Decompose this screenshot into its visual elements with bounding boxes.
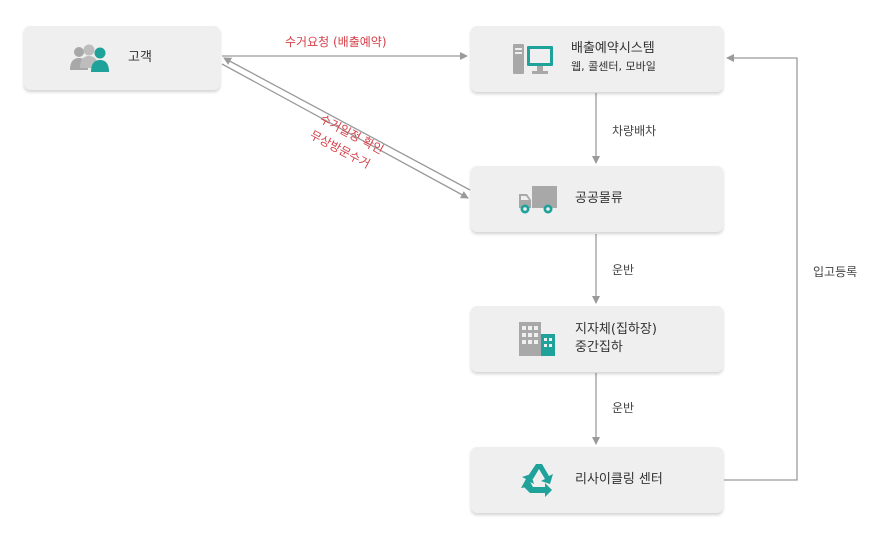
node-recycling-center: 리사이클링 센터 bbox=[471, 447, 723, 513]
arrow-warehouse-register bbox=[724, 54, 798, 481]
building-icon bbox=[519, 322, 555, 356]
node-booking-system: 배출예약시스템 웹, 콜센터, 모바일 bbox=[471, 26, 723, 92]
node-municipality-label-1: 지자체(집하장) bbox=[575, 322, 657, 337]
edge-label-transport-1: 운반 bbox=[612, 263, 635, 277]
node-booking-system-label: 배출예약시스템 bbox=[571, 41, 655, 56]
computer-icon bbox=[513, 44, 553, 74]
users-icon bbox=[70, 44, 109, 72]
node-public-logistics-label: 공공물류 bbox=[575, 191, 623, 206]
node-recycling-center-label: 리사이클링 센터 bbox=[575, 472, 663, 487]
edge-label-pickup-request: 수거요청 (배출예약) bbox=[285, 35, 387, 49]
arrow-free-visit bbox=[221, 63, 469, 199]
node-booking-system-sublabel: 웹, 콜센터, 모바일 bbox=[571, 60, 656, 73]
arrow-schedule-confirm bbox=[223, 57, 471, 191]
truck-icon bbox=[519, 186, 557, 214]
node-municipality-label-2: 중간집하 bbox=[575, 340, 623, 355]
node-municipality: 지자체(집하장) 중간집하 bbox=[471, 306, 723, 372]
node-customer-label: 고객 bbox=[128, 50, 152, 65]
recycle-icon bbox=[521, 464, 553, 497]
edge-label-transport-2: 운반 bbox=[612, 401, 635, 415]
edge-label-vehicle-dispatch: 차량배차 bbox=[612, 124, 657, 138]
edge-label-warehouse-register: 입고등록 bbox=[813, 265, 858, 279]
node-public-logistics: 공공물류 bbox=[471, 166, 723, 232]
node-customer: 고객 bbox=[24, 26, 220, 90]
